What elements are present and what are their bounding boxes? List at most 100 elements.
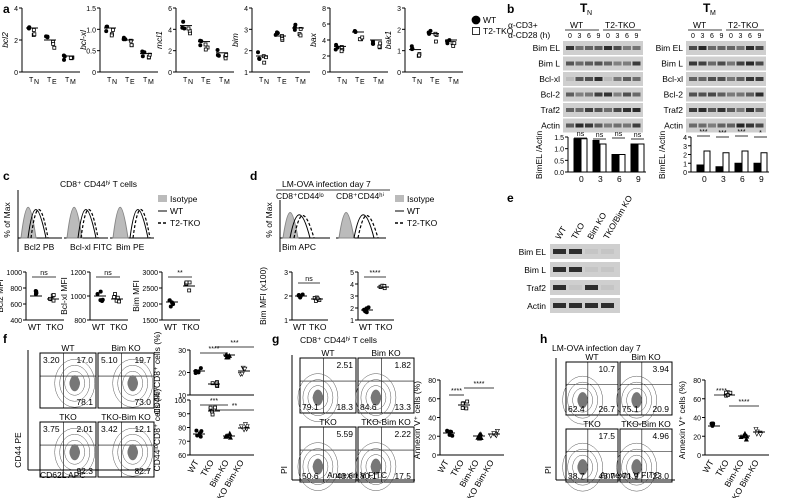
blot-band [594, 123, 603, 128]
data-point-tko [223, 56, 228, 61]
data-point-tko [434, 39, 438, 44]
flow-h-plot [565, 428, 619, 483]
y-tick-label: 10 [178, 393, 186, 400]
data-point-tko [187, 288, 192, 293]
y-tick-label: 60 [428, 397, 436, 404]
blot-band [613, 61, 622, 66]
data-point-tko [109, 33, 114, 38]
data-point-tko [224, 53, 229, 57]
y-tick-label: 3 [683, 144, 687, 151]
y-tick-label: 1500 [142, 318, 158, 325]
legend-marker-isotype [158, 195, 167, 202]
density-core [69, 444, 80, 461]
blot-band [717, 123, 726, 128]
x-tick-label: T [125, 77, 130, 84]
y-tick-label: 1 [284, 318, 288, 325]
significance-label: * [759, 130, 762, 137]
blot-strip [563, 56, 643, 71]
blot-band [604, 46, 612, 50]
f-top-point [210, 381, 215, 386]
blot-band [585, 92, 593, 97]
y-tick-label: 80 [693, 378, 701, 385]
g-dot-point [465, 399, 470, 404]
data-point-tko [31, 28, 36, 32]
y-tick-label: 60 [693, 397, 701, 404]
g-dot-point [478, 435, 484, 441]
flow-xlabel: Annexin V FITC [600, 470, 660, 480]
flow-ylabel: PI [279, 466, 289, 474]
blot-row-label: Bim L [524, 265, 546, 275]
time-label: 0 [606, 33, 610, 40]
flow-h-plot-title: Bim KO [631, 352, 661, 362]
data-point-tko [68, 55, 73, 60]
blot-band [553, 249, 566, 254]
y-tick-label: 0 [397, 70, 401, 77]
f-bot-point [227, 434, 233, 440]
data-point-wt [292, 27, 297, 32]
density-core [312, 458, 323, 475]
quadrant-value: 80.1 [360, 471, 377, 481]
blot-band [594, 46, 603, 50]
flow-f-plot-title: Bim KO [111, 343, 141, 353]
significance-label: ns [596, 132, 604, 139]
blot-band [553, 267, 566, 272]
blot-band [689, 77, 697, 81]
blot-band [585, 77, 593, 81]
density-contour [117, 365, 148, 402]
histogram-xlabel: Bim PE [116, 242, 145, 252]
blot-band [585, 61, 593, 66]
flow-xlabel: Annexin V FITC [327, 470, 387, 480]
blot-band [727, 77, 735, 81]
f-bot-point [213, 405, 217, 410]
data-point-tko [111, 27, 115, 32]
isotype-histogram [338, 212, 355, 239]
x-tick-label: T [183, 77, 188, 84]
blot-strip [563, 103, 643, 117]
blot-band [569, 285, 582, 290]
quadrant-value: 75.1 [622, 404, 639, 414]
blot-band [575, 123, 584, 128]
y-tick-label: 600 [10, 302, 22, 309]
gene-label: bcl2 [0, 32, 10, 48]
f-bot-point [208, 405, 213, 410]
quadrant-value: 3.94 [652, 364, 669, 374]
density-contour [302, 379, 334, 416]
x-tick-sub: M [378, 79, 384, 86]
data-point-tko [339, 45, 344, 49]
panel-d-title: LM-OVA infection day 7 [282, 179, 371, 189]
significance-label: *** [737, 129, 745, 136]
bar-ylabel: BimEL /Actin [534, 131, 544, 180]
data-point-tko [203, 47, 208, 52]
genotype-label: WT [570, 20, 583, 30]
significance-label: **** [474, 381, 485, 388]
data-point-wt [33, 289, 38, 294]
blot-band [746, 108, 754, 112]
panel-g-title: CD8⁺ CD44ʰⁱ T cells [300, 335, 377, 345]
y-tick-label: 20 [428, 434, 436, 441]
quadrant-value: 92.3 [76, 466, 93, 476]
significance-label: ns [104, 270, 112, 277]
quadrant-value: 1.82 [394, 360, 411, 370]
quadrant-value: 3.42 [101, 424, 118, 434]
quadrant-value: 2.01 [76, 424, 93, 434]
flow-f-plot [97, 352, 155, 409]
x-tick-sub: N [264, 79, 269, 86]
quadrant-value: 43.7 [598, 471, 615, 481]
flow-h-plot-title: WT [585, 352, 598, 362]
x-tick-label: 6 [617, 174, 622, 184]
genotype-label: T2-TKO [728, 20, 759, 30]
stim-label: α-CD3+ [508, 20, 538, 30]
x-tick-sub: E [435, 79, 440, 86]
quadrant-value: 17.5 [394, 471, 411, 481]
y-tick-label: 30 [178, 348, 186, 355]
time-label: 3 [739, 33, 743, 40]
data-point-wt [62, 57, 67, 62]
blot-band [613, 77, 622, 81]
density-contour [562, 442, 603, 492]
blot-band [632, 77, 641, 81]
y-tick-label: 2 [168, 49, 172, 56]
data-point-wt [104, 29, 109, 34]
significance-label: *** [210, 398, 218, 405]
lane-label: TKO [569, 221, 587, 241]
quadrant-value: 4.96 [652, 431, 669, 441]
